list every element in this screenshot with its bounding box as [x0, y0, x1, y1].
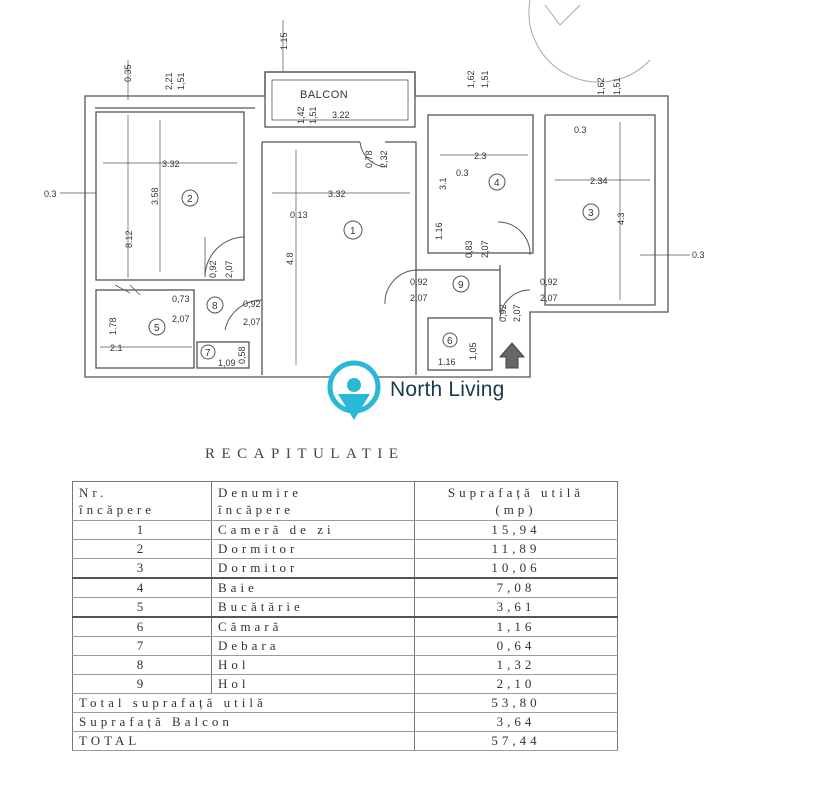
table-row: 8 Hol 1,32: [72, 655, 618, 675]
dim-label: 0,92: [410, 277, 428, 287]
room-9-number: 9: [458, 280, 464, 291]
dim-label: 2,21: [164, 72, 174, 90]
dim-label: 8.12: [124, 230, 134, 248]
dim-label: 0.35: [123, 64, 133, 82]
room-2-walls: [95, 111, 245, 281]
dim-label: 0,92: [208, 260, 218, 278]
dim-label: 0.3: [692, 250, 705, 260]
table-row: 2 Dormitor 11,89: [72, 539, 618, 559]
dim-label: 2,32: [379, 150, 389, 168]
dim-label: 1,62: [596, 77, 606, 95]
dim-label: 3.22: [332, 110, 350, 120]
recap-table: Nr. încăpere Denumire încăpere Suprafață…: [72, 481, 618, 751]
dim-label: 1.16: [438, 357, 456, 367]
balcony-label: BALCON: [300, 89, 348, 101]
dim-label: 0,92: [540, 277, 558, 287]
dim-label: 3.58: [150, 187, 160, 205]
room-7-walls: [196, 341, 250, 369]
dim-label: 0,78: [364, 150, 374, 168]
dim-label: 1,09: [218, 358, 236, 368]
table-row: 4 Baie 7,08: [72, 578, 618, 598]
total-row: Total suprafață utilă 53,80: [72, 693, 618, 713]
room-8-number: 8: [212, 301, 218, 312]
header-suprafata: Suprafață utilă (mp): [414, 481, 618, 521]
dim-label: 0.13: [290, 210, 308, 220]
dim-label: 3.32: [162, 159, 180, 169]
dim-label: 0.3: [574, 125, 587, 135]
dim-label: 3.32: [328, 189, 346, 199]
table-row: 9 Hol 2,10: [72, 674, 618, 694]
dim-label: 2,07: [243, 317, 261, 327]
dim-label: 2,07: [540, 293, 558, 303]
room-5-walls: [95, 289, 195, 369]
dim-label: 1,51: [480, 70, 490, 88]
room-4-walls: [427, 114, 534, 254]
dim-label: 2,07: [172, 314, 190, 324]
room-4-number: 4: [494, 178, 500, 189]
dim-label: 1,51: [308, 106, 318, 124]
dim-label: 3.1: [438, 177, 448, 190]
table-row: 3 Dormitor 10,06: [72, 558, 618, 579]
room-6-walls: [427, 317, 493, 371]
room-2-number: 2: [187, 194, 193, 205]
dim-label: 1,51: [176, 72, 186, 90]
dim-label: 1,42: [296, 106, 306, 124]
table-row: 7 Debara 0,64: [72, 636, 618, 656]
dim-label: 2,07: [512, 304, 522, 322]
dim-label: 0,92: [243, 299, 261, 309]
entrance-arrow-icon: [498, 342, 526, 369]
dim-label: 2,07: [410, 293, 428, 303]
dim-label: 1,05: [468, 342, 478, 360]
room-1-number: 1: [350, 226, 356, 237]
dim-label: 1.15: [279, 32, 289, 50]
balcony: [264, 71, 416, 128]
stamp-mark: [528, 0, 651, 83]
floor-plan: 1 2 3 4 5 6 7 8 9 BALCON 3.22 3.32 3.32 …: [44, 0, 705, 420]
dim-label: 2,07: [480, 240, 490, 258]
dim-label: 1,62: [466, 70, 476, 88]
brand-name: North Living: [390, 378, 505, 401]
header-nr: Nr. încăpere: [72, 481, 212, 521]
room-3-walls: [544, 114, 656, 306]
dim-label: 1.16: [434, 222, 444, 240]
dim-label: 1,51: [612, 77, 622, 95]
table-row: 5 Bucătărie 3,61: [72, 597, 618, 618]
recap-title: RECAPITULATIE: [205, 446, 405, 462]
dim-label: 2,07: [224, 260, 234, 278]
total-row: TOTAL 57,44: [72, 731, 618, 751]
dim-label: 2.34: [590, 176, 608, 186]
room-6-number: 6: [447, 336, 453, 347]
dim-label: 0,83: [464, 240, 474, 258]
dim-label: 0.3: [456, 168, 469, 178]
dim-label: 2.3: [474, 151, 487, 161]
dim-label: 0,92: [498, 304, 508, 322]
dim-label: 4.3: [616, 212, 626, 225]
dim-label: 1.78: [108, 317, 118, 335]
room-3-number: 3: [588, 208, 594, 219]
table-row: 1 Cameră de zi 15,94: [72, 520, 618, 540]
table-header-row: Nr. încăpere Denumire încăpere Suprafață…: [72, 481, 618, 521]
dim-label: 0,73: [172, 294, 190, 304]
dim-label: 4.8: [285, 252, 295, 265]
total-row: Suprafață Balcon 3,64: [72, 712, 618, 732]
dim-label: 0.3: [44, 189, 57, 199]
room-5-number: 5: [154, 323, 160, 334]
dim-label: 0,58: [237, 346, 247, 364]
room-1-walls: [261, 141, 417, 375]
outer-wall: [84, 71, 669, 378]
table-row: 6 Cămară 1,16: [72, 617, 618, 637]
north-living-logo-icon: [327, 360, 381, 420]
dim-label: 2.1: [110, 343, 123, 353]
room-7-number: 7: [205, 348, 211, 359]
header-denumire: Denumire încăpere: [211, 481, 415, 521]
